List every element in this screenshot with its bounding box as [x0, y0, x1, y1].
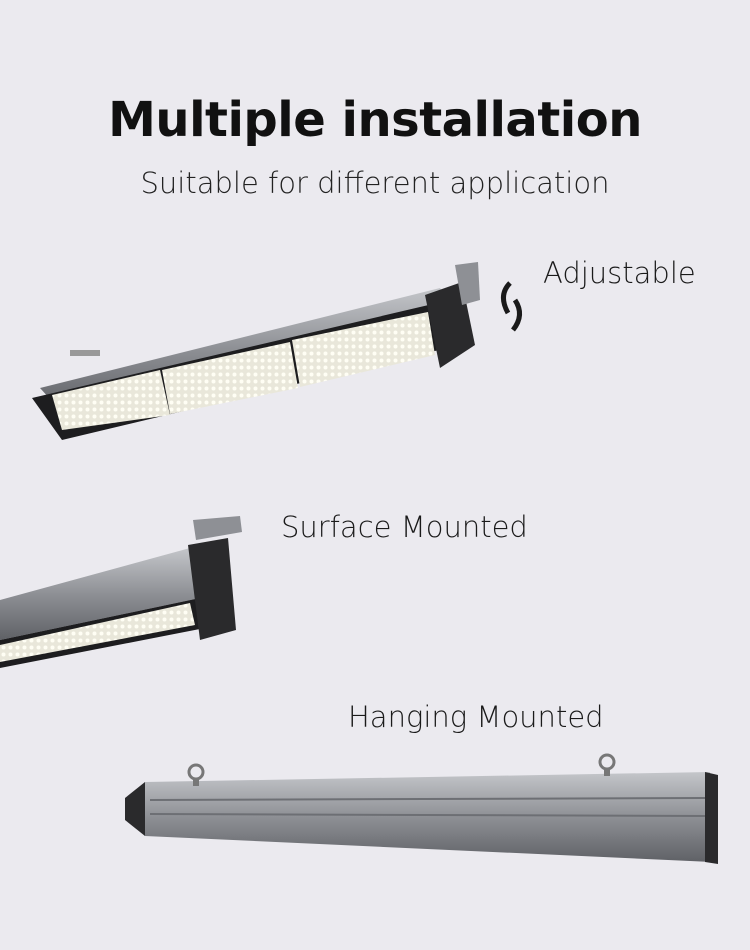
- label-surface-mounted: Surface Mounted: [281, 510, 528, 544]
- rotate-arrows-icon: [501, 281, 522, 332]
- page-subtitle: Suitable for different application: [140, 166, 610, 200]
- label-adjustable: Adjustable: [543, 256, 696, 290]
- hanging-mounted-light-image: [125, 753, 718, 864]
- page-title: Multiple installation: [108, 92, 642, 148]
- adjustable-light-image: [32, 262, 480, 440]
- surface-mounted-light-image: [0, 516, 242, 668]
- label-hanging-mounted: Hanging Mounted: [348, 700, 604, 734]
